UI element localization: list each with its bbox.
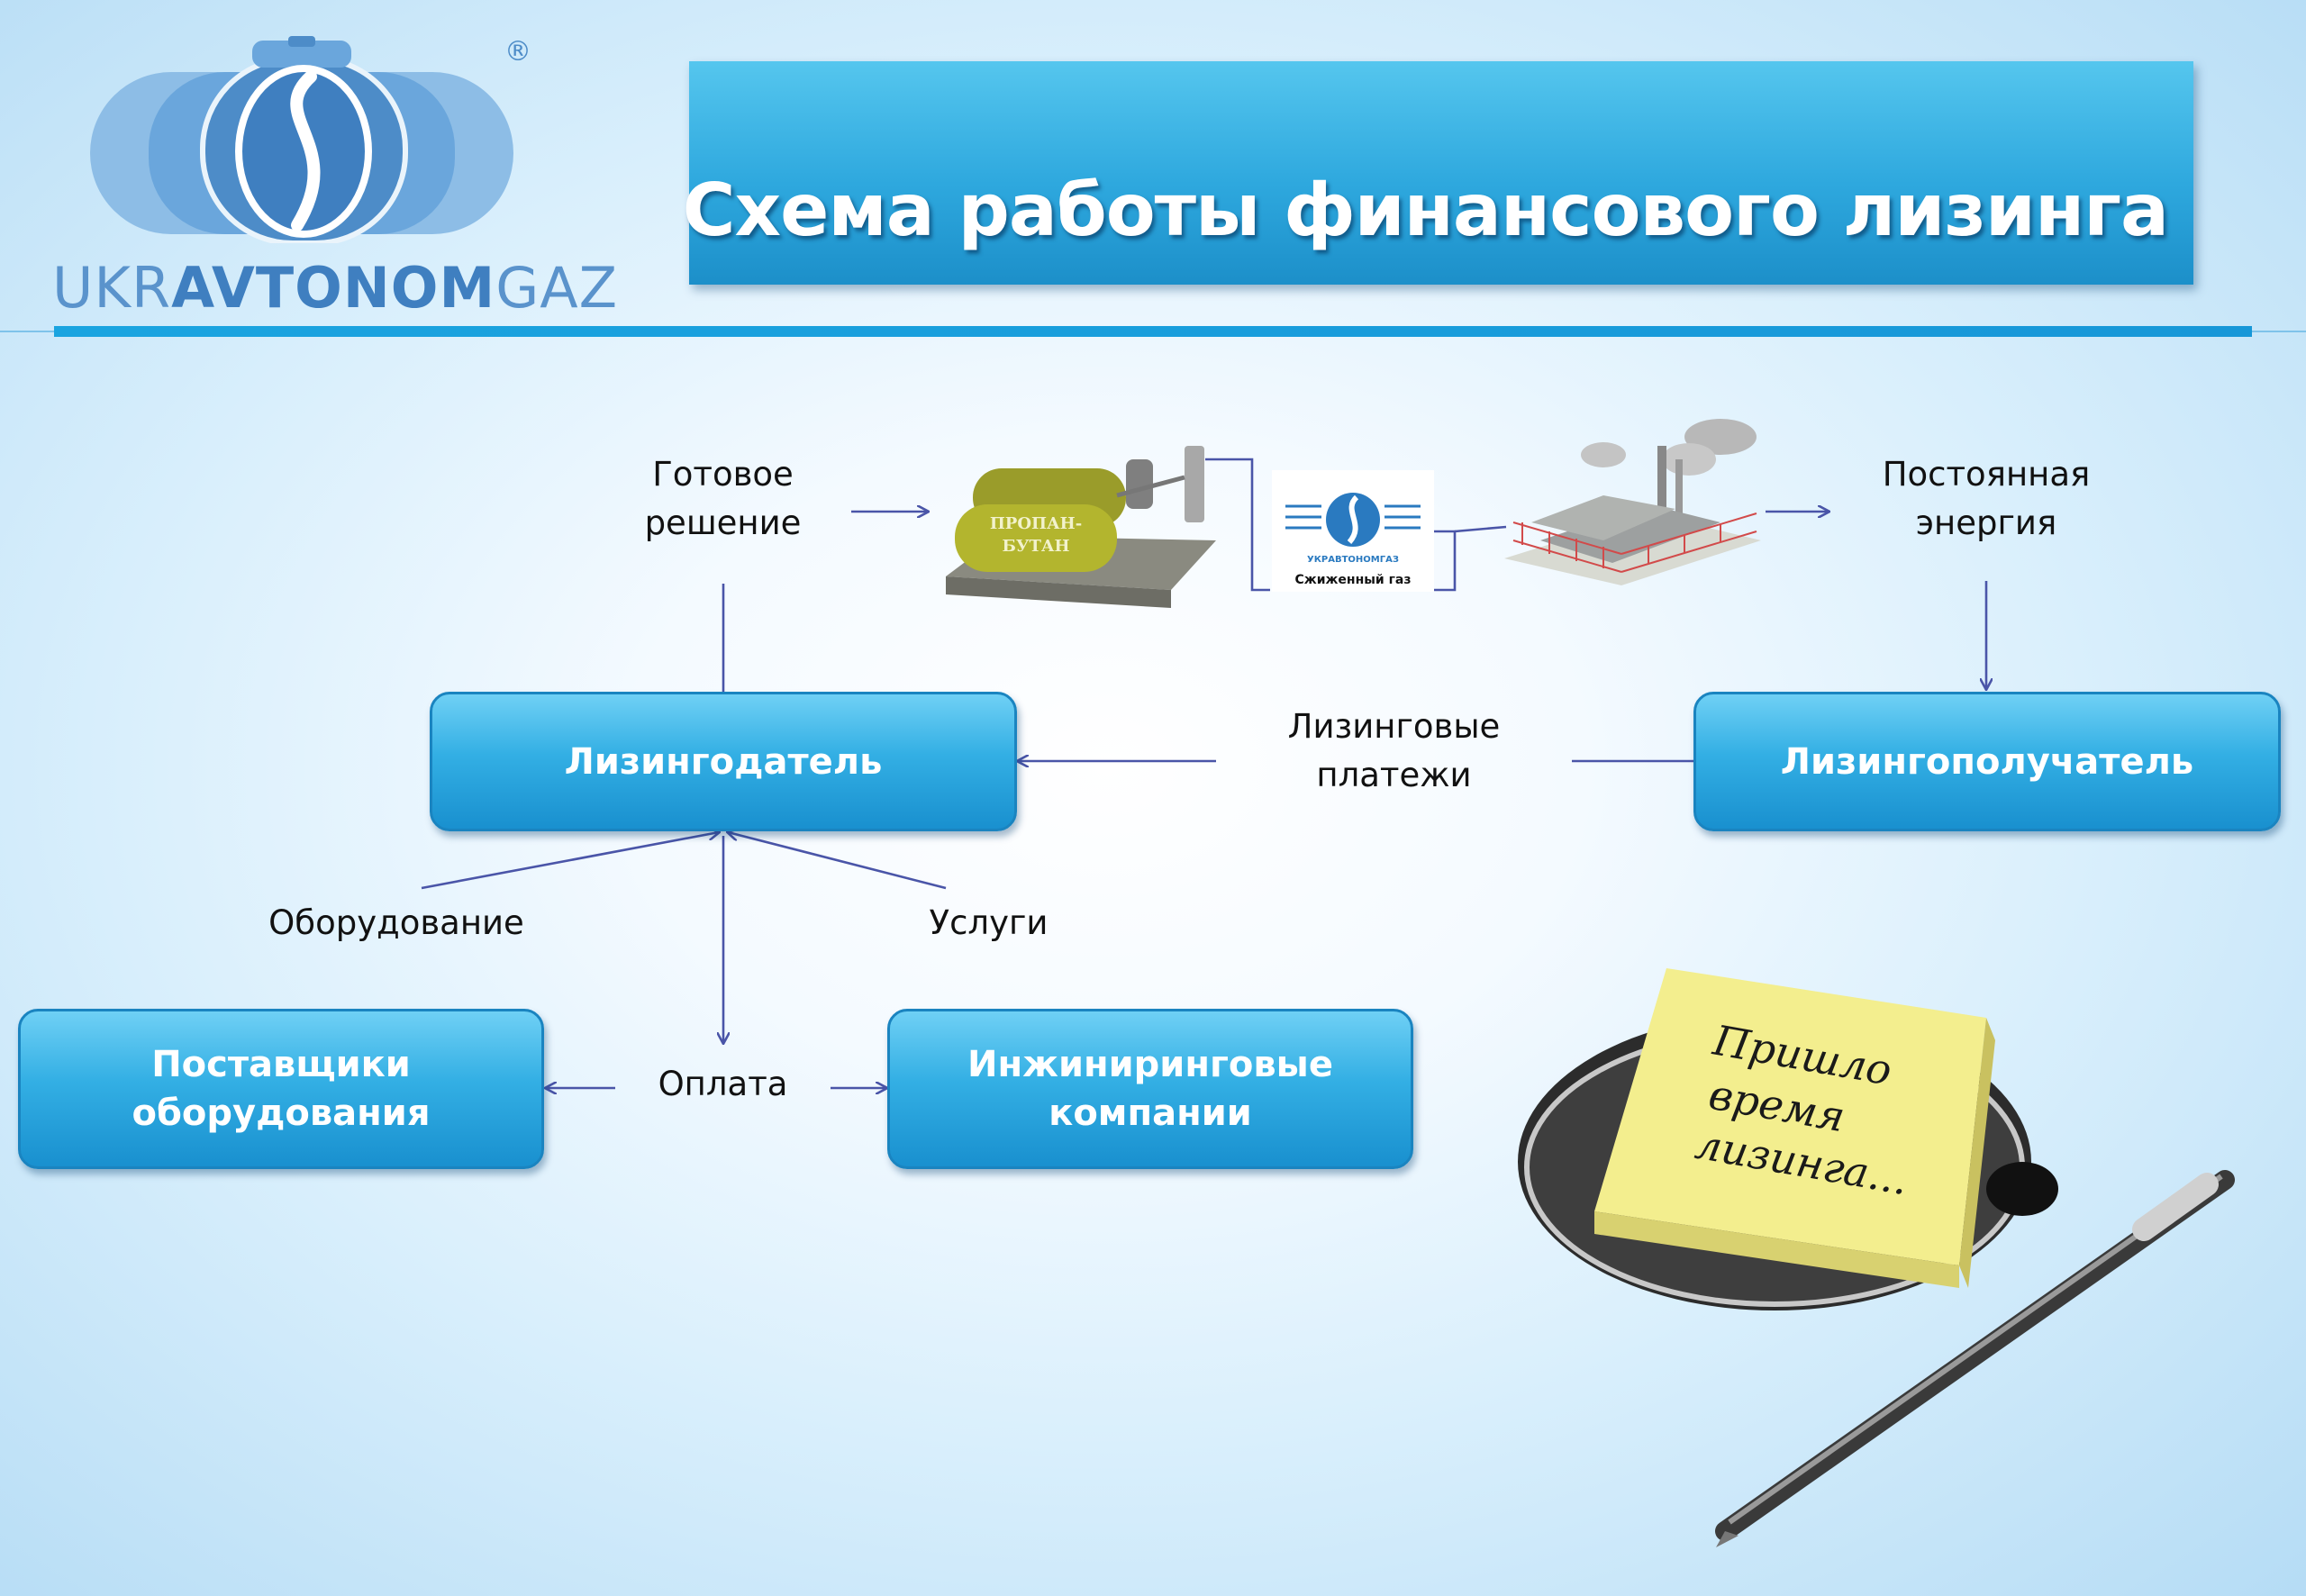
ready-solution-line-2: решение bbox=[644, 503, 802, 542]
brand-logo bbox=[86, 36, 527, 246]
lessor-box: Лизингодатель bbox=[430, 692, 1017, 831]
lease-payments-label: Лизинговые платежи bbox=[1257, 703, 1531, 799]
ready-solution-label: Готовое решение bbox=[631, 450, 815, 547]
constant-energy-label: Постоянная энергия bbox=[1869, 450, 2103, 547]
gas-logo-caption: Сжиженный газ bbox=[1294, 573, 1411, 587]
gas-brand-card: УКРАВТОНОМГАЗ Сжиженный газ bbox=[1272, 470, 1434, 592]
pen-icon bbox=[1715, 1170, 2235, 1547]
suppliers-line-2: оборудования bbox=[132, 1093, 431, 1134]
propane-tank-illustration: ПРОПАН- БУТАН bbox=[946, 441, 1216, 617]
gas-tank-logo-icon bbox=[90, 36, 513, 246]
gas-pipe-left bbox=[1205, 458, 1270, 592]
engineering-line-1: Инжиниринговые bbox=[967, 1044, 1333, 1085]
payment-label: Оплата bbox=[658, 1065, 788, 1103]
constant-energy-line-1: Постоянная bbox=[1882, 455, 2091, 494]
factory-icon bbox=[1504, 419, 1761, 585]
lessor-label: Лизингодатель bbox=[564, 740, 883, 783]
ready-solution-line-1: Готовое bbox=[652, 455, 794, 494]
wordmark-part-2: AVTONOM bbox=[171, 255, 496, 321]
engineering-label: Инжиниринговые компании bbox=[967, 1040, 1333, 1138]
wordmark-part-3: GAZ bbox=[495, 255, 619, 321]
arrow-services-to-lessor bbox=[728, 832, 947, 890]
services-label: Услуги bbox=[929, 903, 1049, 942]
gas-pipe-right bbox=[1430, 530, 1457, 592]
engineering-line-2: компании bbox=[1049, 1093, 1252, 1134]
brand-wordmark: UKRAVTONOMGAZ bbox=[52, 255, 618, 321]
tank-label-line-2: БУТАН bbox=[1002, 537, 1069, 556]
header-divider bbox=[54, 326, 2252, 337]
page-title: Схема работы финансового лизинга bbox=[682, 168, 2169, 252]
engineering-box: Инжиниринговые компании bbox=[887, 1009, 1413, 1169]
suppliers-line-1: Поставщики bbox=[151, 1044, 411, 1085]
arrow-equipment-to-lessor bbox=[421, 832, 719, 890]
suppliers-label: Поставщики оборудования bbox=[132, 1040, 430, 1138]
registered-trademark-mark: ® bbox=[504, 36, 531, 68]
lessee-label: Лизингополучатель bbox=[1780, 740, 2194, 783]
constant-energy-line-2: энергия bbox=[1915, 503, 2057, 542]
sticky-note-illustration: Пришло время лизинга... bbox=[1513, 955, 2252, 1549]
lessee-box: Лизингополучатель bbox=[1693, 692, 2281, 831]
lease-payments-line-2: платежи bbox=[1316, 755, 1472, 794]
propane-tank-icon: ПРОПАН- БУТАН bbox=[946, 446, 1216, 608]
title-banner: Схема работы финансового лизинга bbox=[683, 61, 2193, 285]
tank-label-line-1: ПРОПАН- bbox=[990, 514, 1082, 533]
wordmark-part-1: UKR bbox=[52, 255, 172, 321]
gas-logo-brand: УКРАВТОНОМГАЗ bbox=[1307, 555, 1399, 565]
sticky-note-with-pen-icon: Пришло время лизинга... bbox=[1518, 968, 2235, 1547]
gas-pipe-right-2 bbox=[1454, 525, 1507, 533]
suppliers-box: Поставщики оборудования bbox=[18, 1009, 544, 1169]
equipment-label: Оборудование bbox=[268, 903, 524, 942]
lease-payments-line-1: Лизинговые bbox=[1287, 707, 1501, 746]
gas-drop-icon: УКРАВТОНОМГАЗ Сжиженный газ bbox=[1285, 493, 1421, 587]
factory-illustration bbox=[1495, 405, 1766, 603]
